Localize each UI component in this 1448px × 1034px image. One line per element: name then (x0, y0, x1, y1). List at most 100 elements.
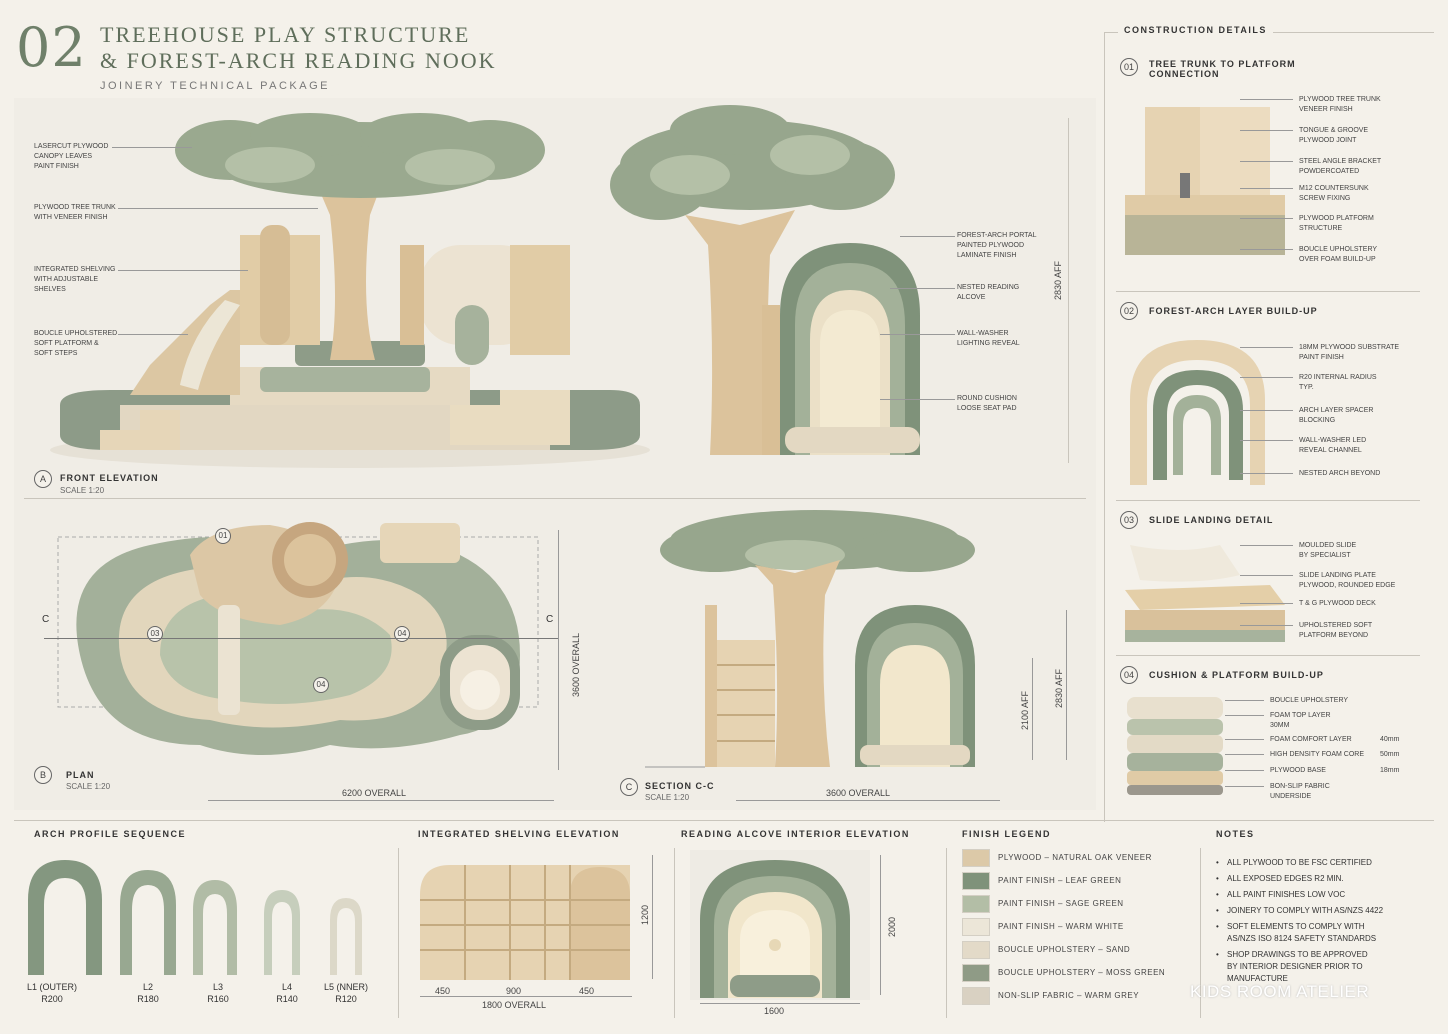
arch-name: L2 (142, 982, 153, 992)
detail-03-illustration (1125, 545, 1285, 642)
right-column-border (1104, 32, 1105, 822)
legend-label: PAINT FINISH – SAGE GREEN (998, 899, 1124, 908)
leader-line (1240, 99, 1293, 100)
detail-02-marker: 02 (1120, 302, 1138, 320)
front-elevation-title: FRONT ELEVATION (60, 473, 159, 483)
note-bullet: • (1216, 906, 1219, 915)
section-width-dim-line (736, 800, 1000, 801)
arch-radius: R160 (207, 994, 229, 1004)
detail-04-title: CUSHION & PLATFORM BUILD-UP (1149, 670, 1324, 680)
detail-04-label: BOUCLE UPHOLSTERY (1270, 697, 1349, 704)
front-elevation-scale: SCALE 1:20 (60, 486, 105, 495)
leader-line (1240, 130, 1293, 131)
section-illustration (645, 510, 975, 768)
detail-02-illustration (1130, 340, 1265, 485)
legend-swatch (962, 941, 990, 959)
detail-04-label: FOAM COMFORT LAYER (1270, 736, 1352, 743)
detail-02-title: FOREST-ARCH LAYER BUILD-UP (1149, 306, 1318, 316)
legend-label: BOUCLE UPHOLSTERY – SAND (998, 945, 1131, 954)
sheet-number: 02 (16, 16, 87, 79)
detail-04-label: PLYWOOD BASE (1270, 767, 1326, 774)
arch-name: L4 (281, 982, 292, 992)
side-height-dim: 2830 AFF (1053, 260, 1063, 300)
leader-line (1240, 249, 1293, 250)
legend-swatch (962, 964, 990, 982)
note-item: JOINERY TO COMPLY WITH AS/NZS 4422 (1227, 906, 1384, 915)
section-height-dim-line (1066, 610, 1067, 760)
alcove-height-dim: 2000 (887, 916, 897, 937)
shelving-dim-1: 450 (435, 986, 451, 996)
leader-line (1240, 161, 1293, 162)
section-scale: SCALE 1:20 (645, 793, 690, 802)
detail-04-thickness: 50mm (1380, 751, 1400, 758)
alcove-illustration (690, 850, 870, 1000)
legend-label: BOUCLE UPHOLSTERY – MOSS GREEN (998, 968, 1166, 977)
side-height-dim-line (1068, 118, 1069, 463)
title-line-1: TREEHOUSE PLAY STRUCTURE (100, 22, 471, 47)
panel-divider (24, 498, 1086, 499)
arch-radius: R200 (41, 994, 63, 1004)
note-bullet: • (1216, 858, 1219, 867)
leader-line (1240, 545, 1293, 546)
note-bullet: • (1216, 874, 1219, 883)
detail-04-illustration (1127, 697, 1223, 795)
note-item: ALL PLYWOOD TO BE FSC CERTIFIED (1227, 858, 1372, 867)
shelving-height-dim: 1200 (640, 904, 650, 925)
plan-callout-04a: 04 (394, 626, 410, 642)
section-alcove-dim-line (1032, 658, 1033, 760)
title-line-2: & FOREST-ARCH READING NOOK (100, 48, 497, 73)
detail-03-marker: 03 (1120, 511, 1138, 529)
subtitle: JOINERY TECHNICAL PACKAGE (100, 80, 330, 92)
shelving-dim-2: 900 (506, 986, 522, 996)
side-elevation-illustration (610, 105, 920, 455)
detail-03-label: T & G PLYWOOD DECK (1299, 600, 1376, 607)
detail-01-illustration (1125, 107, 1285, 255)
plan-width-dim: 6200 OVERALL (342, 788, 407, 798)
plan-marker: B (34, 766, 52, 784)
arch-name: L3 (212, 982, 223, 992)
detail-02-label: NESTED ARCH BEYOND (1299, 470, 1381, 477)
note-item: ALL PAINT FINISHES LOW VOC (1227, 890, 1346, 899)
legend-swatch (962, 918, 990, 936)
section-alcove-dim: 2100 AFF (1020, 690, 1030, 730)
shelving-overall-dim: 1800 OVERALL (482, 1000, 547, 1010)
arch-name: L5 (NNER) (323, 982, 368, 992)
leader-line (1225, 770, 1264, 771)
shelving-illustration (420, 865, 630, 980)
plan-illustration (57, 522, 539, 755)
detail-01-marker: 01 (1120, 58, 1138, 76)
legend-swatch (962, 895, 990, 913)
section-marker: C (620, 778, 638, 796)
arch-radius: R180 (137, 994, 159, 1004)
leader-line (1240, 377, 1293, 378)
arch-profile-illustration (28, 860, 362, 975)
legend-label: PAINT FINISH – LEAF GREEN (998, 876, 1122, 885)
legend-label: NON-SLIP FABRIC – WARM GREY (998, 991, 1140, 1000)
arch-radius: R140 (276, 994, 298, 1004)
legend-label: PAINT FINISH – WARM WHITE (998, 922, 1124, 931)
note-item: ALL EXPOSED EDGES R2 MIN. (1227, 874, 1344, 883)
plan-cut-left: C (42, 614, 50, 625)
leader-line (1225, 754, 1264, 755)
watermark: KIDS ROOM ATELIER (1190, 982, 1370, 1001)
leader-line (1225, 739, 1264, 740)
plan-depth-dim: 3600 OVERALL (571, 632, 581, 697)
plan-scale: SCALE 1:20 (66, 782, 111, 791)
